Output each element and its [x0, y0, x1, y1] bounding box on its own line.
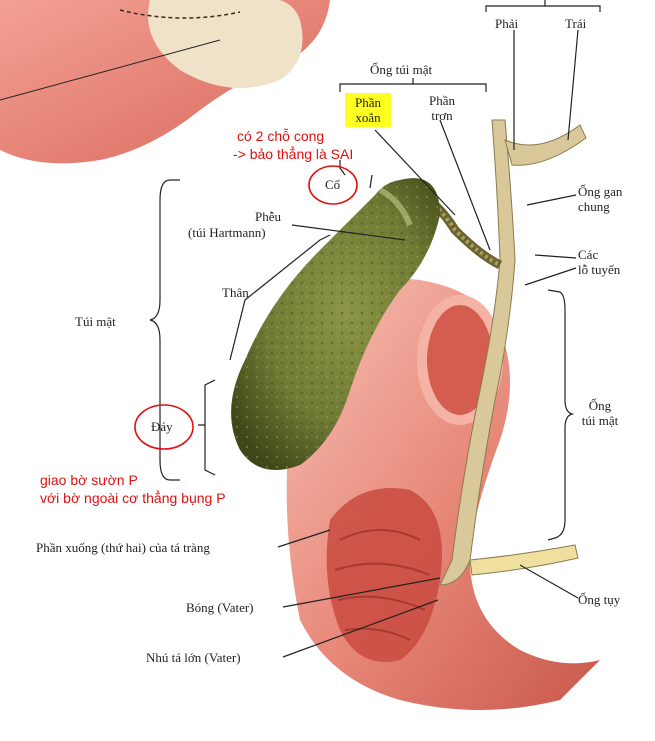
label-phan-tron-line1: Phần	[429, 93, 455, 108]
label-phai: Phải	[495, 16, 519, 31]
annotation-circles	[134, 165, 358, 450]
label-cac-lo-tuyen-line1: Các	[578, 247, 599, 262]
label-trai: Trái	[565, 16, 587, 31]
label-tui-mat: Túi mật	[75, 314, 116, 329]
label-ong-tui-mat-right: Ống túi mật	[575, 398, 625, 428]
label-phan-xoan-line1: Phần	[355, 95, 381, 110]
gallbladder	[231, 178, 440, 470]
label-phan-xuong: Phần xuống (thứ hai) của tá tràng	[36, 540, 210, 555]
label-ong-tui-mat-right-line1: Ống	[588, 398, 612, 413]
brackets	[149, 0, 601, 658]
label-phan-xoan-line2: xoắn	[355, 110, 381, 125]
label-bong-vater: Bóng (Vater)	[186, 600, 254, 615]
day-circle	[134, 404, 194, 450]
label-phan-tron-line2: trơn	[431, 108, 453, 123]
label-ong-tui-mat-top: Ống túi mật	[370, 62, 433, 77]
label-ong-tuy: Ống tụy	[578, 592, 621, 607]
label-nhu-ta-lon: Nhú tá lớn (Vater)	[146, 650, 241, 665]
label-ong-tui-mat-right-line2: túi mật	[581, 413, 619, 428]
annotation-note-bottom-2: với bờ ngoài cơ thẳng bụng P	[40, 490, 226, 506]
annotation-note-top-2: -> bảo thẳng là SAI	[233, 146, 354, 162]
label-ong-gan-chung-line2: chung	[578, 199, 610, 214]
label-co: Cổ	[325, 177, 341, 192]
label-pheu: Phễu	[255, 209, 281, 224]
annotation-note-top-1: có 2 chỗ cong	[237, 128, 325, 144]
label-ong-gan-chung: Ống gan chung	[578, 184, 622, 214]
label-cac-lo-tuyen: Các lỗ tuyến	[578, 247, 620, 277]
co-circle	[308, 165, 358, 205]
label-phan-tron: Phần trơn	[420, 93, 464, 123]
duodenum	[286, 278, 600, 710]
liver-fragment	[0, 0, 330, 164]
label-phan-xoan: Phần xoắn	[345, 93, 391, 127]
label-cac-lo-tuyen-line2: lỗ tuyến	[578, 262, 621, 277]
label-ong-gan-chung-line1: Ống gan	[578, 184, 623, 199]
annotation-note-bottom-1: giao bờ sườn P	[40, 472, 138, 488]
label-tui-hartmann: (túi Hartmann)	[188, 225, 266, 240]
label-day: Đáy	[151, 419, 173, 434]
label-than: Thân	[222, 285, 249, 300]
